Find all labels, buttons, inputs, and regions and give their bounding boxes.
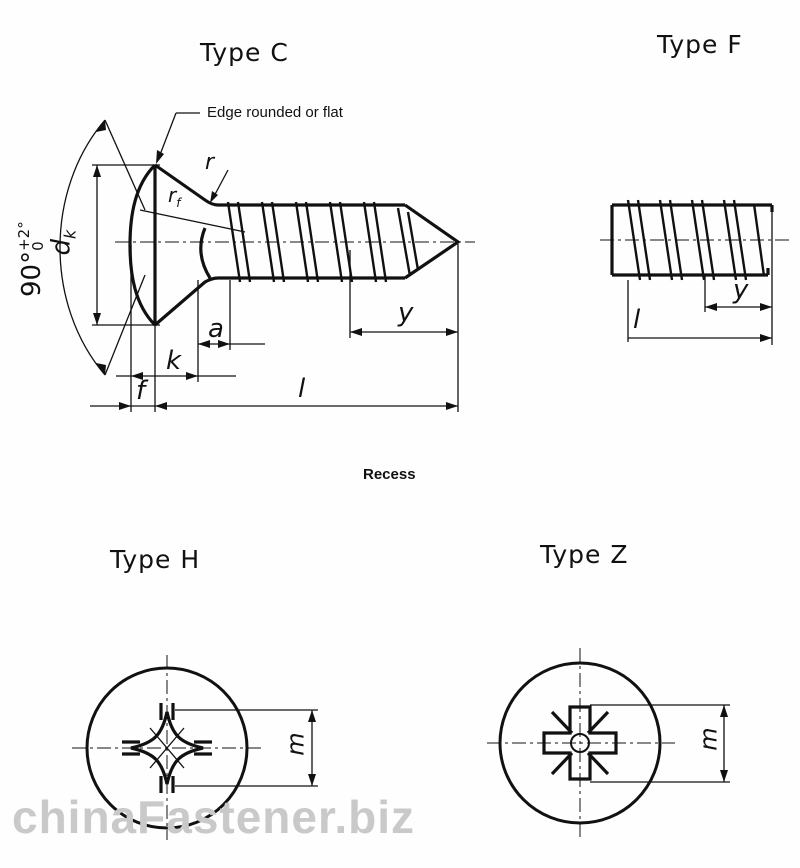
- head-recess: [199, 227, 212, 279]
- type-c-title: Type C: [200, 38, 289, 67]
- type-f-screw: [600, 199, 790, 345]
- head-oval-arc: [128, 163, 157, 327]
- type-f-title: Type F: [657, 30, 743, 59]
- dk-label: dk: [46, 230, 79, 256]
- f-label: f: [136, 376, 146, 406]
- cone-upper: [154, 163, 219, 207]
- angle-arc: [59, 119, 106, 376]
- l-label-type-c: l: [298, 374, 306, 404]
- type-h-title: Type H: [110, 545, 201, 574]
- m-label-type-h: m: [281, 732, 310, 756]
- k-label: k: [166, 346, 182, 376]
- cone-lower: [153, 276, 219, 327]
- type-c-screw: [59, 112, 475, 412]
- angle-main: 90°: [17, 250, 47, 297]
- angle-arrow-upper: [96, 120, 106, 132]
- type-h-cross-diagonals: [149, 727, 185, 769]
- type-h-recess: [72, 655, 318, 840]
- angle-arrow-lower: [96, 363, 106, 375]
- type-z-ribs: [550, 710, 610, 776]
- y-label-type-c: y: [398, 298, 414, 328]
- watermark: chinaFastener.biz: [12, 791, 416, 843]
- a-label: a: [208, 314, 224, 344]
- type-z-title: Type Z: [540, 540, 629, 569]
- edge-note: Edge rounded or flat: [207, 104, 343, 121]
- rf-label: rf: [168, 183, 180, 210]
- y-label-type-f: y: [733, 275, 749, 305]
- edge-leader: [157, 112, 177, 161]
- m-label-type-z: m: [694, 727, 723, 751]
- angle-tol-lower: 0: [29, 241, 47, 251]
- type-z-recess: [487, 648, 730, 838]
- dk-main: d: [46, 238, 77, 256]
- dk-sub: k: [60, 229, 80, 239]
- rf-sub: f: [176, 196, 181, 210]
- l-label-type-f: l: [633, 305, 641, 335]
- rf-main: r: [168, 183, 177, 207]
- r-label: r: [205, 150, 215, 175]
- rf-line: [139, 209, 246, 233]
- recess-heading: Recess: [363, 466, 416, 483]
- type-h-cross: [130, 711, 204, 785]
